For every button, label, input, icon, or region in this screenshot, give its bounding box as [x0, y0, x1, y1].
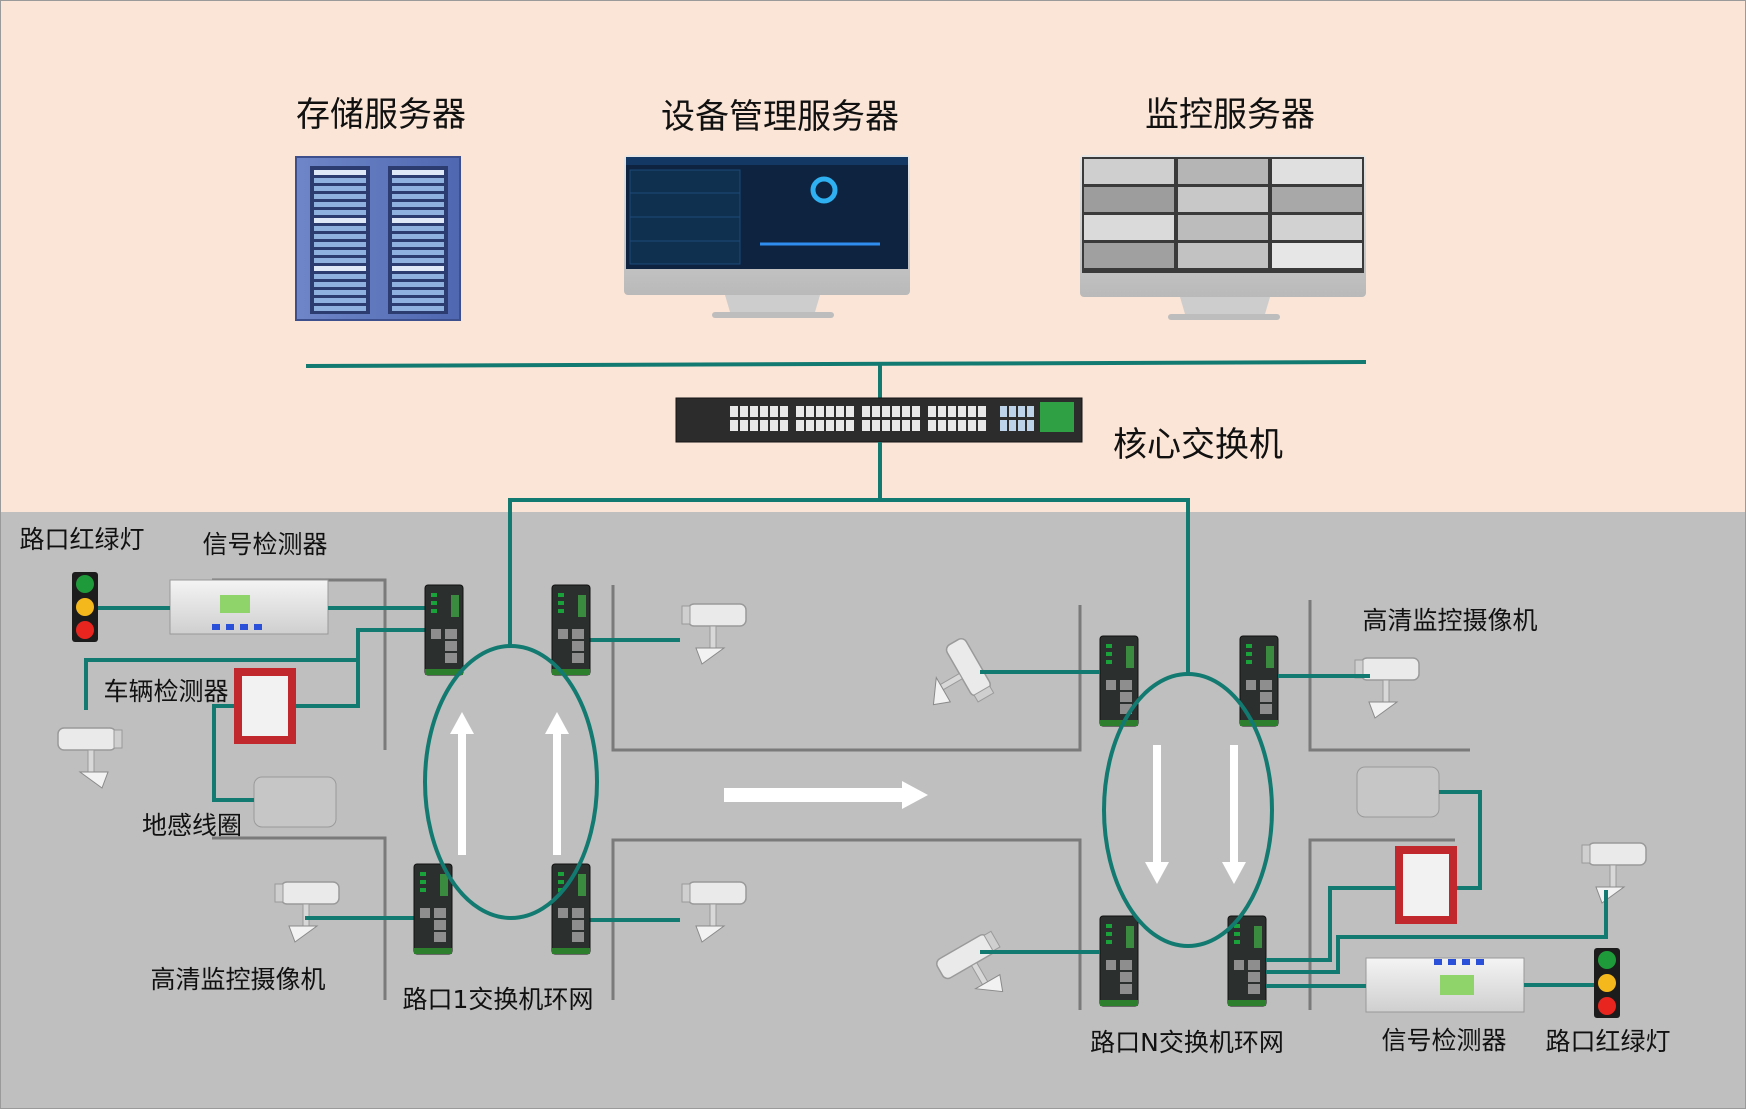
- left-links: [84, 606, 680, 922]
- right-signal-detector-icon: [1365, 957, 1525, 1013]
- right-vehicle-detector-icon: [1395, 846, 1457, 924]
- traffic-direction-arrow: [724, 781, 928, 809]
- server-bus-line: [305, 360, 1367, 368]
- storage-server-rack-icon: [295, 156, 461, 321]
- left-inductive-loop-icon: [253, 776, 337, 828]
- left-ring-label: 路口1交换机环网: [403, 985, 594, 1014]
- device-mgmt-server-label: 设备管理服务器: [661, 97, 899, 137]
- left-signal-detector-label: 信号检测器: [202, 530, 327, 559]
- right-traffic-light-icon: [1594, 948, 1620, 1018]
- right-signal-detector-label: 信号检测器: [1381, 1026, 1506, 1055]
- left-traffic-light-label: 路口红绿灯: [19, 525, 144, 554]
- monitor-server-label: 监控服务器: [1145, 95, 1315, 135]
- right-hd-camera-label: 高清监控摄像机: [1362, 606, 1537, 635]
- device-mgmt-monitor-icon: [624, 155, 910, 318]
- left-vehicle-detector-label: 车辆检测器: [103, 677, 228, 706]
- right-inductive-loop-icon: [1356, 766, 1440, 818]
- left-switch-ring: [413, 584, 599, 955]
- core-to-ring-n-link: [880, 498, 1190, 674]
- left-traffic-light-icon: [72, 572, 98, 642]
- right-switch-ring: [1099, 635, 1279, 1007]
- storage-server-label: 存储服务器: [296, 95, 466, 135]
- right-links: [980, 670, 1608, 988]
- left-signal-detector-icon: [169, 579, 329, 635]
- core-switch-icon: [675, 397, 1083, 443]
- core-switch-label: 核心交换机: [1113, 425, 1283, 465]
- left-vehicle-detector-icon: [234, 668, 296, 744]
- left-loop-label: 地感线圈: [142, 811, 242, 840]
- right-traffic-light-label: 路口红绿灯: [1545, 1027, 1670, 1056]
- core-to-rings-link: [508, 442, 882, 648]
- right-ring-label: 路口N交换机环网: [1090, 1028, 1284, 1057]
- left-hd-camera-label: 高清监控摄像机: [150, 965, 325, 994]
- monitoring-server-monitor-icon: [1080, 155, 1366, 320]
